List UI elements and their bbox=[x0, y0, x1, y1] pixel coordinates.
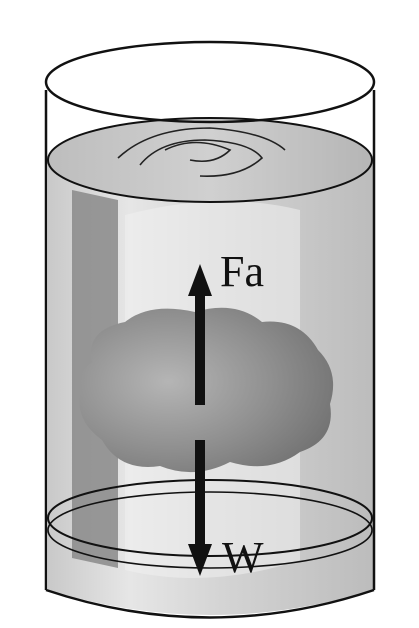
glass-bottom-inner bbox=[47, 479, 373, 557]
buoyant-force-label: Fa bbox=[220, 247, 264, 296]
weight-force-arrow bbox=[188, 440, 212, 576]
weight-label: W bbox=[222, 533, 264, 582]
submerged-object bbox=[79, 307, 334, 473]
glass-rim bbox=[44, 40, 376, 124]
surface-ripples bbox=[117, 127, 286, 177]
glass-bottom-inner-2 bbox=[47, 491, 373, 569]
buoyant-force-arrow bbox=[188, 264, 212, 405]
glass-bottom-outer bbox=[45, 588, 375, 619]
